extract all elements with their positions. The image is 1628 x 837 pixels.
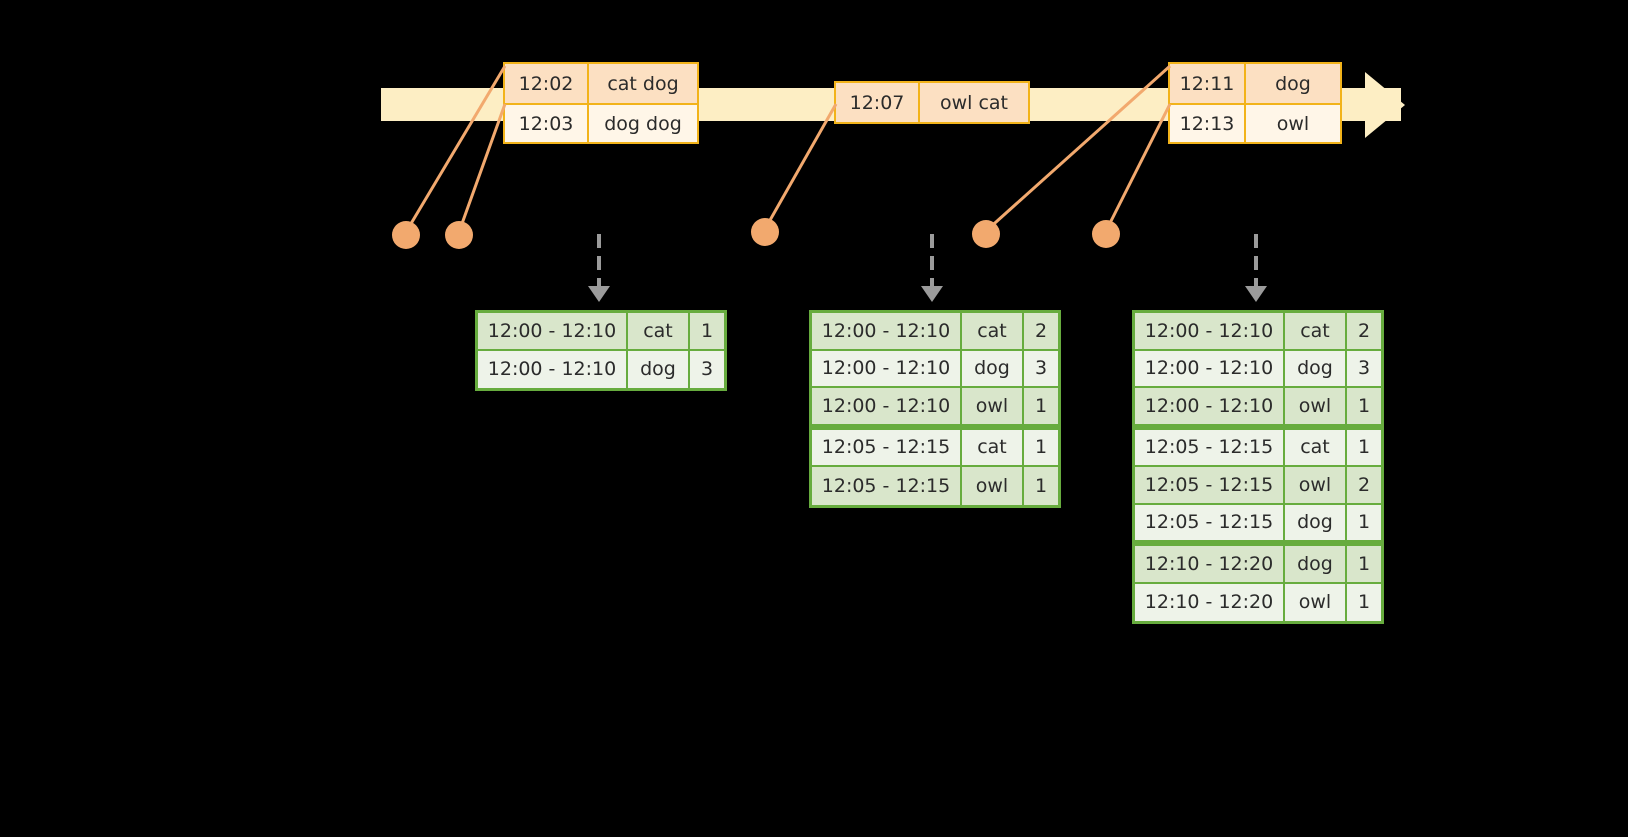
count-cell: 3 [1024, 351, 1058, 388]
word-cell: dog [962, 350, 1024, 388]
word-cell: owl [1285, 388, 1347, 426]
event-words: dog dog [604, 112, 682, 135]
count-cell: 3 [700, 358, 714, 381]
count-cell: 1 [690, 313, 724, 351]
connector-line-2 [457, 103, 507, 233]
count-cell: 3 [1347, 351, 1381, 388]
window-cell: 12:10 - 12:20 [1135, 546, 1285, 584]
connector-dot-2 [445, 221, 473, 249]
count-cell: 1 [1347, 388, 1381, 426]
event-row: 12:02 cat dog [505, 64, 697, 103]
event-row: 12:07 owl cat [836, 83, 1028, 122]
connector-line-5 [1104, 103, 1172, 232]
word-cell: cat [628, 313, 690, 351]
count-cell: 2 [1024, 313, 1058, 351]
event-time: 12:07 [836, 83, 920, 122]
event-words: dog [1275, 72, 1311, 95]
timeline-arrowhead-icon [1365, 72, 1405, 138]
event-time: 12:03 [505, 105, 589, 142]
count-cell: 1 [1024, 388, 1058, 426]
window-cell: 12:00 - 12:10 [478, 313, 628, 351]
count-cell: 2 [1347, 467, 1381, 505]
window-cell: 12:05 - 12:15 [1135, 467, 1285, 505]
event-row: 12:11 dog [1170, 64, 1340, 103]
window-cell: 12:05 - 12:15 [1135, 504, 1285, 542]
window-cell: 12:05 - 12:15 [1135, 429, 1285, 467]
connector-line-3 [763, 103, 838, 230]
count-cell: 2 [1347, 313, 1381, 351]
word-cell: cat [1285, 429, 1347, 467]
window-cell: 12:05 - 12:15 [812, 429, 962, 467]
connector-dot-5 [1092, 220, 1120, 248]
connector-dot-1 [392, 221, 420, 249]
word-cell: dog [628, 350, 690, 388]
event-words: owl [1276, 112, 1310, 135]
word-cell: dog [1285, 350, 1347, 388]
window-cell: 12:00 - 12:10 [812, 313, 962, 351]
event-box-3[interactable]: 12:11 dog 12:13 owl [1168, 62, 1342, 144]
count-cell: 1 [1347, 505, 1381, 542]
word-cell: owl [962, 467, 1024, 505]
connector-dot-3 [751, 218, 779, 246]
connector-dot-4 [972, 220, 1000, 248]
event-time: 12:02 [505, 64, 589, 103]
event-box-1[interactable]: 12:02 cat dog 12:03 dog dog [503, 62, 699, 144]
count-cell: 1 [1347, 546, 1381, 584]
window-cell: 12:05 - 12:15 [812, 467, 962, 505]
word-cell: owl [962, 388, 1024, 426]
event-words: owl cat [939, 91, 1009, 114]
window-cell: 12:00 - 12:10 [478, 350, 628, 388]
event-row: 12:03 dog dog [505, 103, 697, 142]
event-row: 12:13 owl [1170, 103, 1340, 142]
window-cell: 12:00 - 12:10 [812, 388, 962, 426]
count-cell: 1 [1024, 430, 1058, 467]
event-words: cat dog [607, 72, 679, 95]
word-cell: dog [1285, 546, 1347, 584]
event-box-2[interactable]: 12:07 owl cat [834, 81, 1030, 124]
word-cell: owl [1285, 583, 1347, 621]
word-cell: cat [962, 429, 1024, 467]
word-cell: cat [962, 313, 1024, 351]
window-cell: 12:00 - 12:10 [1135, 350, 1285, 388]
word-cell: owl [1285, 467, 1347, 505]
window-cell: 12:10 - 12:20 [1135, 583, 1285, 621]
window-cell: 12:00 - 12:10 [1135, 388, 1285, 426]
window-cell: 12:00 - 12:10 [1135, 313, 1285, 351]
count-cell: 1 [1357, 591, 1371, 614]
word-cell: cat [1285, 313, 1347, 351]
word-cell: dog [1285, 504, 1347, 542]
count-cell: 1 [1034, 474, 1048, 497]
window-cell: 12:00 - 12:10 [812, 350, 962, 388]
event-time: 12:13 [1170, 105, 1246, 142]
event-time: 12:11 [1170, 64, 1246, 103]
count-cell: 1 [1347, 430, 1381, 467]
